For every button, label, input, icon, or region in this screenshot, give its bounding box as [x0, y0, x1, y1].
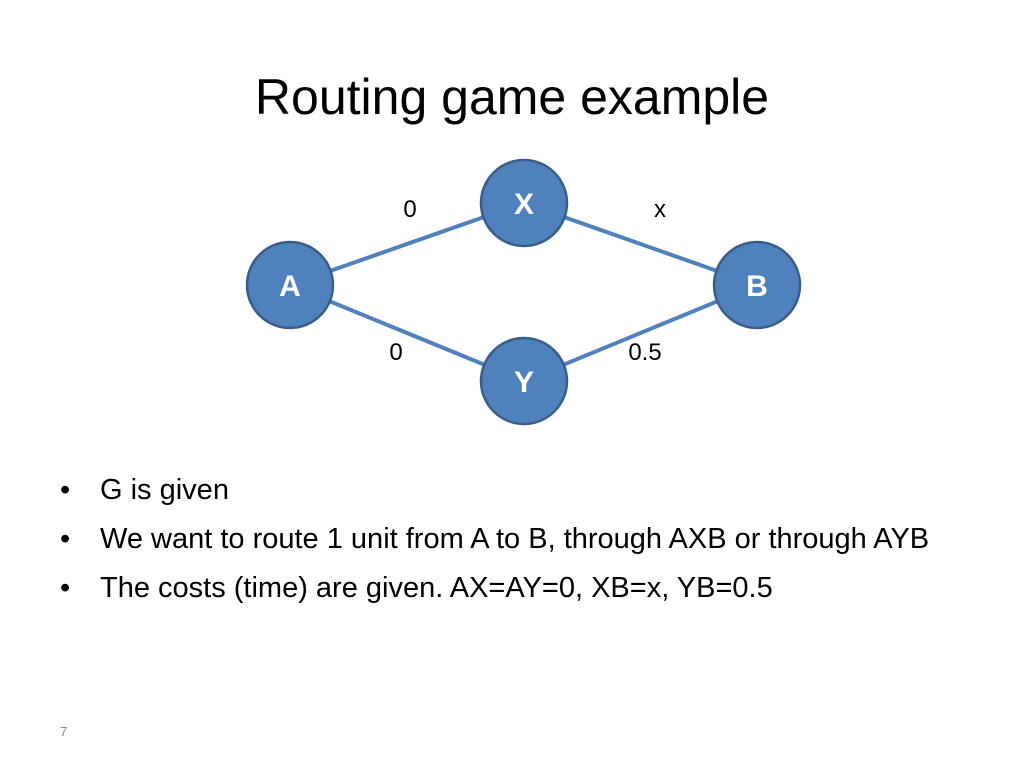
bullet-text: We want to route 1 unit from A to B, thr…	[100, 523, 930, 555]
node-a-label: A	[279, 270, 301, 303]
bullet-list: • G is given • We want to route 1 unit f…	[56, 470, 956, 617]
bullet-text: The costs (time) are given. AX=AY=0, XB=…	[100, 572, 773, 604]
edge-label-y-b: 0.5	[628, 339, 661, 366]
node-x: X	[479, 158, 569, 248]
bullet-item: • We want to route 1 unit from A to B, t…	[56, 519, 956, 559]
edge-label-a-y: 0	[389, 339, 402, 366]
page-number: 7	[60, 724, 68, 739]
bullet-item: • The costs (time) are given. AX=AY=0, X…	[56, 568, 956, 608]
node-x-label: X	[514, 188, 534, 221]
node-b: B	[712, 240, 802, 330]
bullet-text: G is given	[100, 474, 229, 506]
slide-title: Routing game example	[254, 69, 770, 125]
bullet-item: • G is given	[56, 470, 956, 510]
bullet-dot-icon: •	[60, 474, 71, 506]
routing-graph-diagram: 0 x 0 0.5 A X Y B	[245, 158, 802, 426]
node-y-label: Y	[514, 366, 534, 399]
node-y: Y	[479, 336, 569, 426]
bullet-dot-icon: •	[60, 523, 71, 555]
node-b-label: B	[746, 270, 768, 303]
bullet-dot-icon: •	[60, 572, 71, 604]
node-a: A	[245, 240, 335, 330]
edge-label-a-x: 0	[403, 196, 416, 223]
edge-label-x-b: x	[654, 196, 666, 223]
